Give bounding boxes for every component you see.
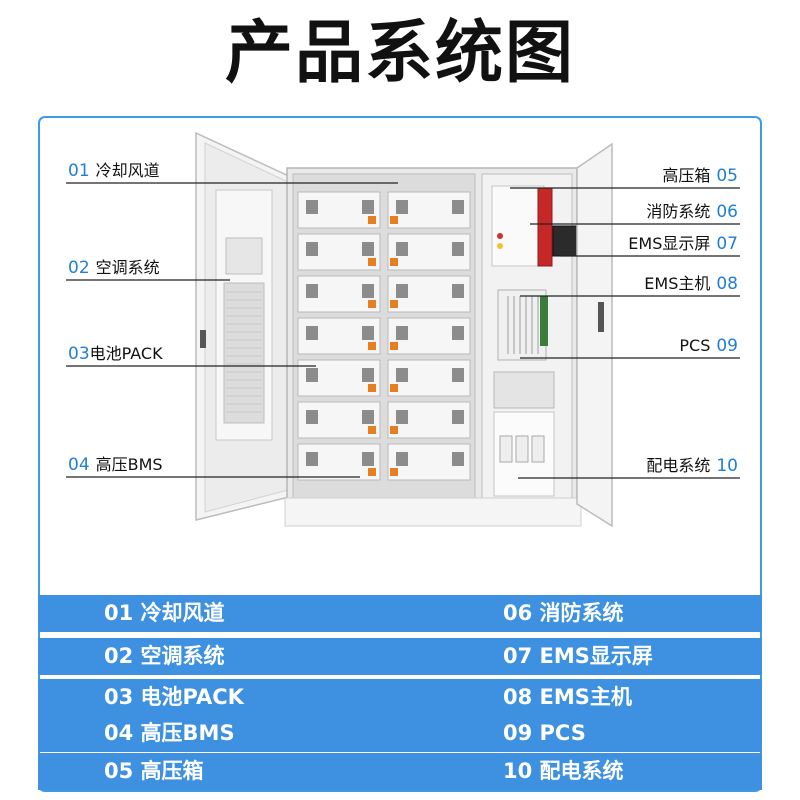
legend-row: 05 高压箱 10 配电系统 <box>38 753 762 790</box>
legend-item: 10 配电系统 <box>503 759 624 783</box>
pack-fan-icon <box>452 410 464 424</box>
legend-table: 01 冷却风道 06 消防系统 02 空调系统 07 EMS显示屏 03 电池P… <box>38 590 762 792</box>
pack-fan-icon <box>306 242 318 256</box>
pack-connector <box>368 384 376 392</box>
right-door <box>576 142 613 528</box>
pack-connector <box>390 426 398 434</box>
pack-fan-icon <box>306 452 318 466</box>
pack-fan-icon <box>452 452 464 466</box>
pack-connector <box>368 216 376 224</box>
legend-item: 05 高压箱 <box>104 759 204 783</box>
pack-connector <box>368 342 376 350</box>
legend-item: 09 PCS <box>503 721 586 745</box>
legend-item: 06 消防系统 <box>503 601 624 625</box>
pack-connector <box>368 300 376 308</box>
legend-item: 07 EMS显示屏 <box>503 644 653 668</box>
pack-fan-icon <box>396 452 408 466</box>
pack-connector <box>390 216 398 224</box>
leader-lines <box>66 182 740 479</box>
left-door <box>195 131 294 521</box>
pack-connector <box>368 258 376 266</box>
pack-fan-icon <box>306 368 318 382</box>
legend-row: 02 空调系统 07 EMS显示屏 <box>38 638 762 675</box>
pack-fan-icon <box>452 326 464 340</box>
pack-fan-icon <box>362 242 374 256</box>
pack-connector <box>390 384 398 392</box>
legend-row: 03 电池PACK 08 EMS主机 <box>38 679 762 716</box>
pack-fan-icon <box>396 242 408 256</box>
pack-fan-icon <box>452 368 464 382</box>
right-compartment <box>491 185 586 497</box>
pack-connector <box>390 342 398 350</box>
legend-row: 01 冷却风道 06 消防系统 <box>38 595 762 632</box>
pack-fan-icon <box>306 284 318 298</box>
pack-fan-icon <box>306 326 318 340</box>
pack-fan-icon <box>452 200 464 214</box>
legend-item: 02 空调系统 <box>104 644 225 668</box>
legend-item: 01 冷却风道 <box>104 601 225 625</box>
legend-item: 04 高压BMS <box>104 721 235 745</box>
pack-connector <box>368 426 376 434</box>
pack-fan-icon <box>396 284 408 298</box>
battery-packs <box>297 191 471 481</box>
pack-connector <box>390 468 398 476</box>
page-title: 产品系统图 <box>224 14 575 93</box>
legend-row: 04 高压BMS 09 PCS <box>38 715 762 752</box>
pack-fan-icon <box>452 284 464 298</box>
pack-fan-icon <box>396 410 408 424</box>
callout-03: 03电池PACK <box>68 344 163 364</box>
pack-fan-icon <box>362 326 374 340</box>
pack-fan-icon <box>362 368 374 382</box>
pack-fan-icon <box>362 284 374 298</box>
pack-fan-icon <box>396 200 408 214</box>
pack-fan-icon <box>362 410 374 424</box>
legend-item: 03 电池PACK <box>104 685 244 709</box>
pack-connector <box>368 468 376 476</box>
pack-fan-icon <box>396 326 408 340</box>
pack-fan-icon <box>362 452 374 466</box>
pack-connector <box>390 258 398 266</box>
pack-connector <box>390 300 398 308</box>
pack-fan-icon <box>306 200 318 214</box>
pack-fan-icon <box>396 368 408 382</box>
legend-item: 08 EMS主机 <box>503 685 632 709</box>
pack-fan-icon <box>306 410 318 424</box>
pack-fan-icon <box>452 242 464 256</box>
pack-fan-icon <box>362 200 374 214</box>
